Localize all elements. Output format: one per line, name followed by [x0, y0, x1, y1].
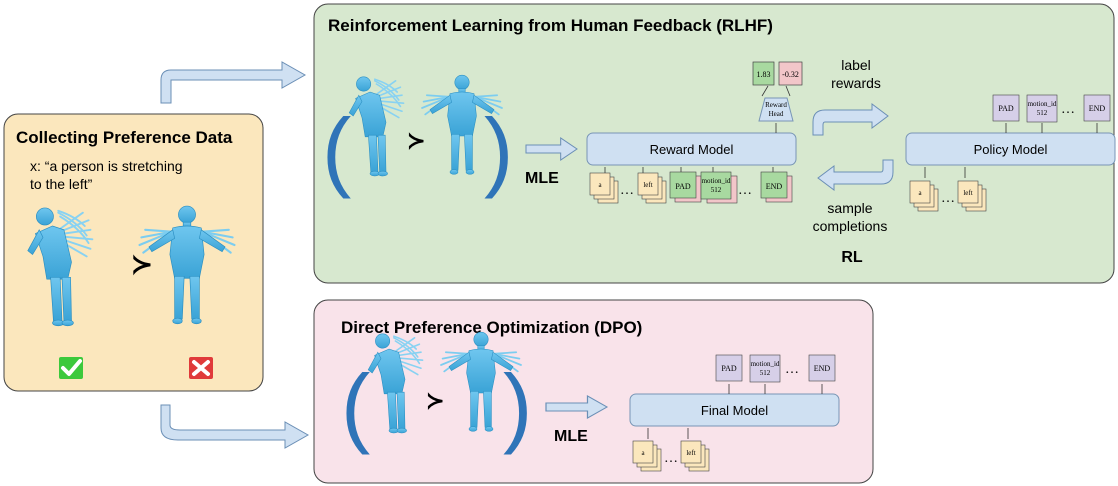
policy-model-box: [905, 132, 1116, 166]
rlhf-comparison-symbol: ≻: [407, 128, 425, 153]
label-rewards-arrow: [812, 103, 889, 136]
reward-head-label-line2: Head: [769, 110, 784, 118]
policy-model-label: Policy Model: [974, 142, 1048, 157]
final-input-token-a: a: [641, 449, 645, 457]
policy-output-ellipsis: …: [1061, 102, 1075, 117]
reward-value-chosen: 1.83: [757, 70, 771, 79]
reward-head-label-line1: Reward: [765, 101, 787, 109]
reward-head-shape: [758, 97, 794, 122]
final-model-box: [629, 393, 840, 427]
preference-panel: Collecting Preference Data x: “a person …: [3, 113, 264, 392]
preference-panel-title: Collecting Preference Data: [16, 128, 233, 147]
preference-prompt-line1: x: “a person is stretching: [30, 158, 183, 174]
reward-token-motion-id-line1: motion_id: [702, 177, 731, 185]
final-token-motion-id-line1: motion_id: [751, 360, 780, 368]
rlhf-right-paren: ): [484, 100, 513, 199]
final-input-token-left: left: [686, 449, 695, 457]
final-token-pad: PAD: [721, 364, 736, 373]
policy-input-token-a: a: [918, 189, 922, 197]
sample-completions-line2: completions: [813, 218, 888, 234]
reward-value-rejected: -0.32: [782, 70, 799, 79]
reward-token-end: END: [766, 182, 783, 191]
rlhf-panel: Reinforcement Learning from Human Feedba…: [313, 3, 1116, 284]
check-icon: [59, 357, 83, 379]
rlhf-left-paren: (: [322, 100, 351, 199]
reward-token-pad: PAD: [675, 182, 690, 191]
reward-input-token-a: a: [598, 181, 602, 189]
dpo-panel: Direct Preference Optimization (DPO) ( ≻…: [313, 299, 874, 484]
rl-label: RL: [841, 249, 863, 266]
reward-model-label: Reward Model: [650, 142, 734, 157]
policy-token-motion-id-line1: motion_id: [1028, 100, 1057, 108]
policy-token-motion-id-line2: 512: [1037, 109, 1048, 117]
dpo-mle-label: MLE: [554, 428, 588, 445]
final-token-motion-id-line2: 512: [760, 369, 771, 377]
policy-token-end: END: [1089, 104, 1106, 113]
reward-value-chosen-box: [752, 61, 775, 86]
policy-input-tokens: a … left: [909, 167, 987, 212]
policy-input-ellipsis: …: [941, 191, 955, 206]
dpo-panel-title: Direct Preference Optimization (DPO): [341, 318, 642, 337]
label-rewards-line1: label: [841, 57, 871, 73]
dpo-panel-background: [313, 299, 874, 484]
final-output-ellipsis: …: [785, 362, 799, 377]
final-token-end: END: [814, 364, 831, 373]
final-model-label: Final Model: [701, 403, 768, 418]
dpo-left-paren: (: [341, 356, 370, 455]
reward-motion-ellipsis: …: [738, 183, 752, 198]
policy-input-token-left: left: [963, 189, 972, 197]
final-input-ellipsis: …: [664, 451, 678, 466]
reward-input-token-left: left: [643, 181, 652, 189]
sample-completions-line1: sample: [827, 200, 872, 216]
preference-prompt-line2: to the left”: [30, 176, 93, 192]
rlhf-panel-title: Reinforcement Learning from Human Feedba…: [328, 16, 773, 35]
rlhf-mle-label: MLE: [525, 170, 559, 187]
policy-token-pad: PAD: [998, 104, 1013, 113]
dpo-right-paren: ): [503, 356, 532, 455]
reward-value-rejected-box: [778, 61, 803, 86]
reward-token-motion-id-line2: 512: [711, 186, 722, 194]
cross-icon: [189, 357, 213, 379]
arrow-to-dpo: [160, 404, 310, 449]
reward-model-box: [586, 132, 797, 166]
arrow-to-rlhf: [160, 61, 307, 104]
final-input-tokens: a … left: [632, 428, 710, 472]
label-rewards-line2: rewards: [831, 75, 881, 91]
reward-input-ellipsis: …: [620, 183, 634, 198]
reward-input-tokens: a … left: [589, 167, 667, 204]
preference-comparison-symbol: ≻: [131, 249, 153, 279]
sample-completions-arrow: [817, 159, 894, 191]
dpo-comparison-symbol: ≻: [426, 388, 444, 413]
